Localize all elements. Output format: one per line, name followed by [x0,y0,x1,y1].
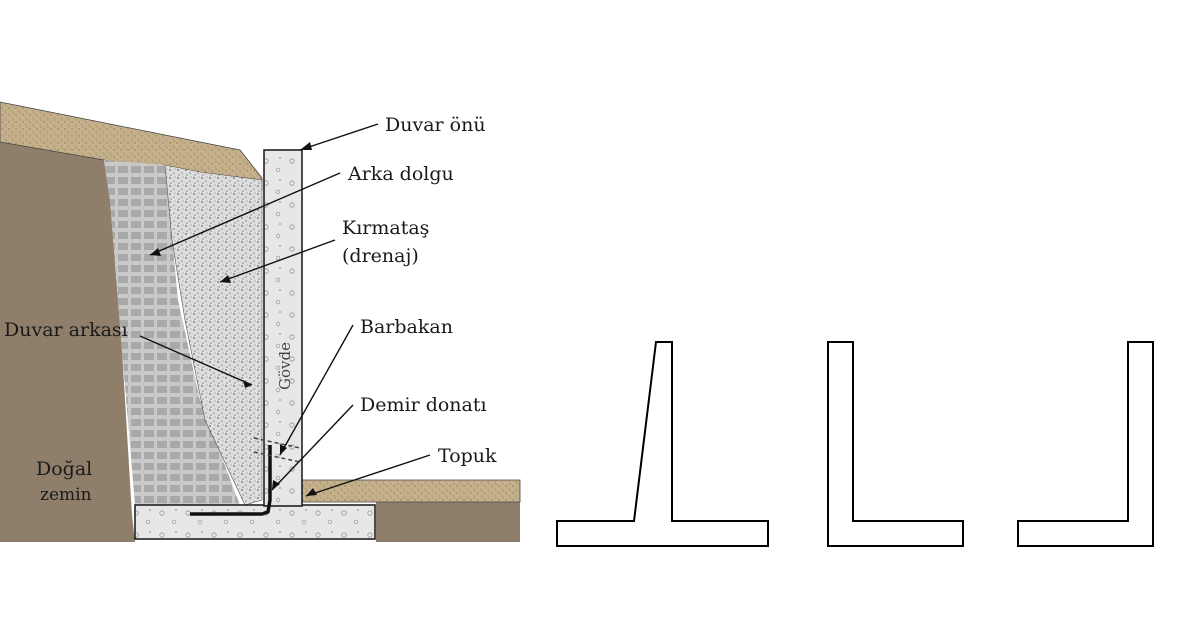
label-demir-donati: Demir donatı [360,394,487,416]
label-kirmatas: Kırmataş [342,217,429,239]
wall-type-l [827,341,964,547]
rebar [190,445,272,516]
leader-barbakan [279,324,354,456]
label-duvar-arkasi: Duvar arkası [4,319,128,341]
stem-label: Gövde [276,342,294,390]
topsoil-front [301,479,521,503]
leader-topuk [305,454,431,497]
wall-type-reverse-l [1017,341,1154,547]
label-dogal: Doğal [36,458,92,480]
label-arka-dolgu: Arka dolgu [347,163,454,185]
footing [134,504,376,540]
label-topuk: Topuk [438,445,497,467]
leader-duvar-arkasi [139,335,253,386]
leader-kirmatas [219,239,336,283]
label-barbakan: Barbakan [360,316,453,338]
label-drenaj: (drenaj) [342,245,419,267]
leader-demir-donati [271,404,354,491]
natural-soil [0,142,135,542]
label-zemin: zemin [40,485,92,505]
wall-type-outlines [556,341,1154,547]
leader-lines [139,123,431,497]
label-duvar-onu: Duvar önü [385,114,486,136]
leader-duvar-onu [299,123,379,151]
wall-type-tapered-t [556,341,769,547]
weep-hole [253,437,301,463]
natural-soil-front [376,502,520,542]
leader-arrows [150,142,317,496]
leader-arka-dolgu [149,172,341,256]
wall-section: Gövde [0,101,521,542]
